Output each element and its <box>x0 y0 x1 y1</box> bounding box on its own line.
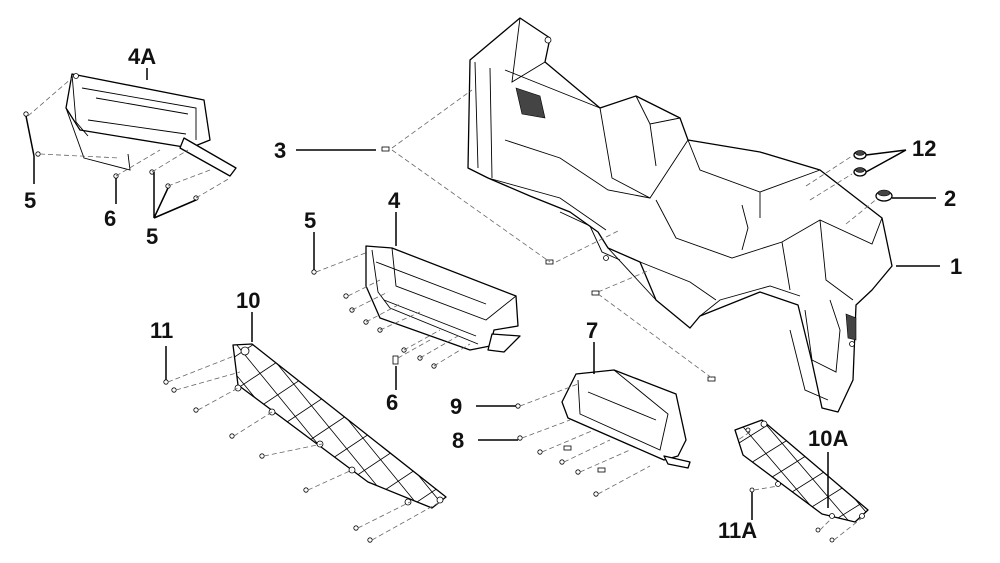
part-7-side-pocket <box>561 369 691 469</box>
label-6-top-left: 6 <box>104 206 116 231</box>
part-4a-storage-box <box>65 73 237 177</box>
label-4a: 4A <box>128 44 156 69</box>
part-4-tray <box>365 245 521 353</box>
label-5-lower: 5 <box>146 224 158 249</box>
label-12: 12 <box>912 136 936 161</box>
label-7: 7 <box>586 318 598 343</box>
label-5-middle: 5 <box>304 208 316 233</box>
part-1-main-frame <box>467 17 893 413</box>
part-10a-small-net <box>734 419 869 523</box>
label-2: 2 <box>944 186 956 211</box>
label-5-top-left: 5 <box>24 188 36 213</box>
label-4: 4 <box>388 188 401 213</box>
part-12-grommets <box>853 150 867 177</box>
label-10a: 10A <box>808 426 848 451</box>
label-11: 11 <box>150 318 173 343</box>
label-1: 1 <box>950 254 962 279</box>
label-6-middle: 6 <box>386 390 398 415</box>
label-11a: 11A <box>718 518 757 543</box>
part-2-grommet <box>875 189 893 202</box>
label-10: 10 <box>236 288 260 313</box>
callout-labels: 4A 5 6 5 3 4 5 6 10 11 7 9 8 1 2 12 10A … <box>24 44 962 543</box>
leader-lines <box>25 68 940 520</box>
label-8: 8 <box>452 428 464 453</box>
label-9: 9 <box>450 394 462 419</box>
assembly-lines <box>27 77 879 541</box>
label-3: 3 <box>274 138 286 163</box>
